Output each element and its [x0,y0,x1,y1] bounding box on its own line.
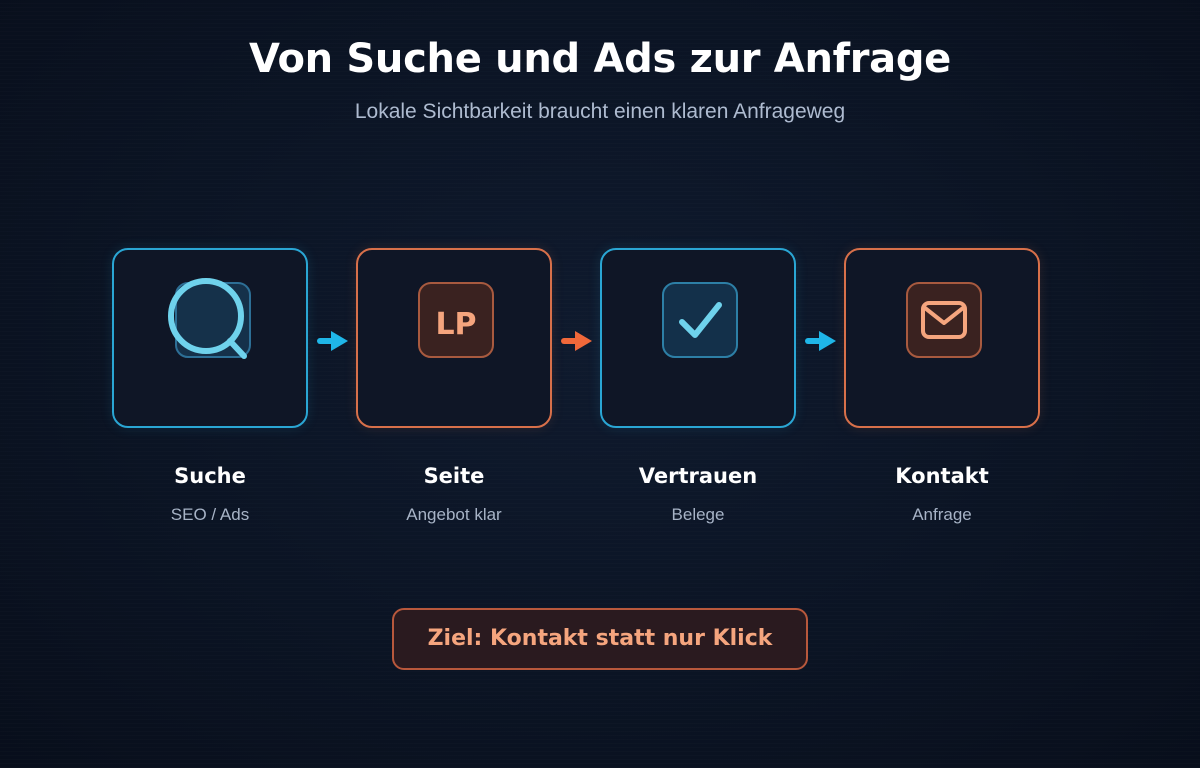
magnifier-icon [168,278,251,359]
step-label-suche: Suche [174,464,246,488]
step-sub-seite: Angebot klar [406,505,502,524]
arrow-right-icon [561,331,592,351]
arrow-right-icon [805,331,836,351]
checkmark-icon [662,282,738,358]
step-sub-vertrauen: Belege [671,505,725,524]
step-card-seite: LP [356,248,552,428]
landing-page-icon-text: LP [435,307,476,342]
goal-badge: Ziel: Kontakt statt nur Klick [392,608,808,670]
step-sub-kontakt: Anfrage [912,505,972,524]
arrow-right-icon [317,331,348,351]
step-card-vertrauen [600,248,796,428]
step-label-seite: Seite [423,464,485,488]
step-label-vertrauen: Vertrauen [638,464,758,488]
step-card-suche [112,248,308,428]
step-label-kontakt: Kontakt [895,464,989,488]
page-title: Von Suche und Ads zur Anfrage [248,36,952,82]
page-subtitle: Lokale Sichtbarkeit braucht einen klaren… [354,100,846,123]
landing-page-icon: LP [418,282,494,358]
envelope-icon [906,282,982,358]
step-sub-suche: SEO / Ads [170,505,250,524]
step-card-kontakt [844,248,1040,428]
